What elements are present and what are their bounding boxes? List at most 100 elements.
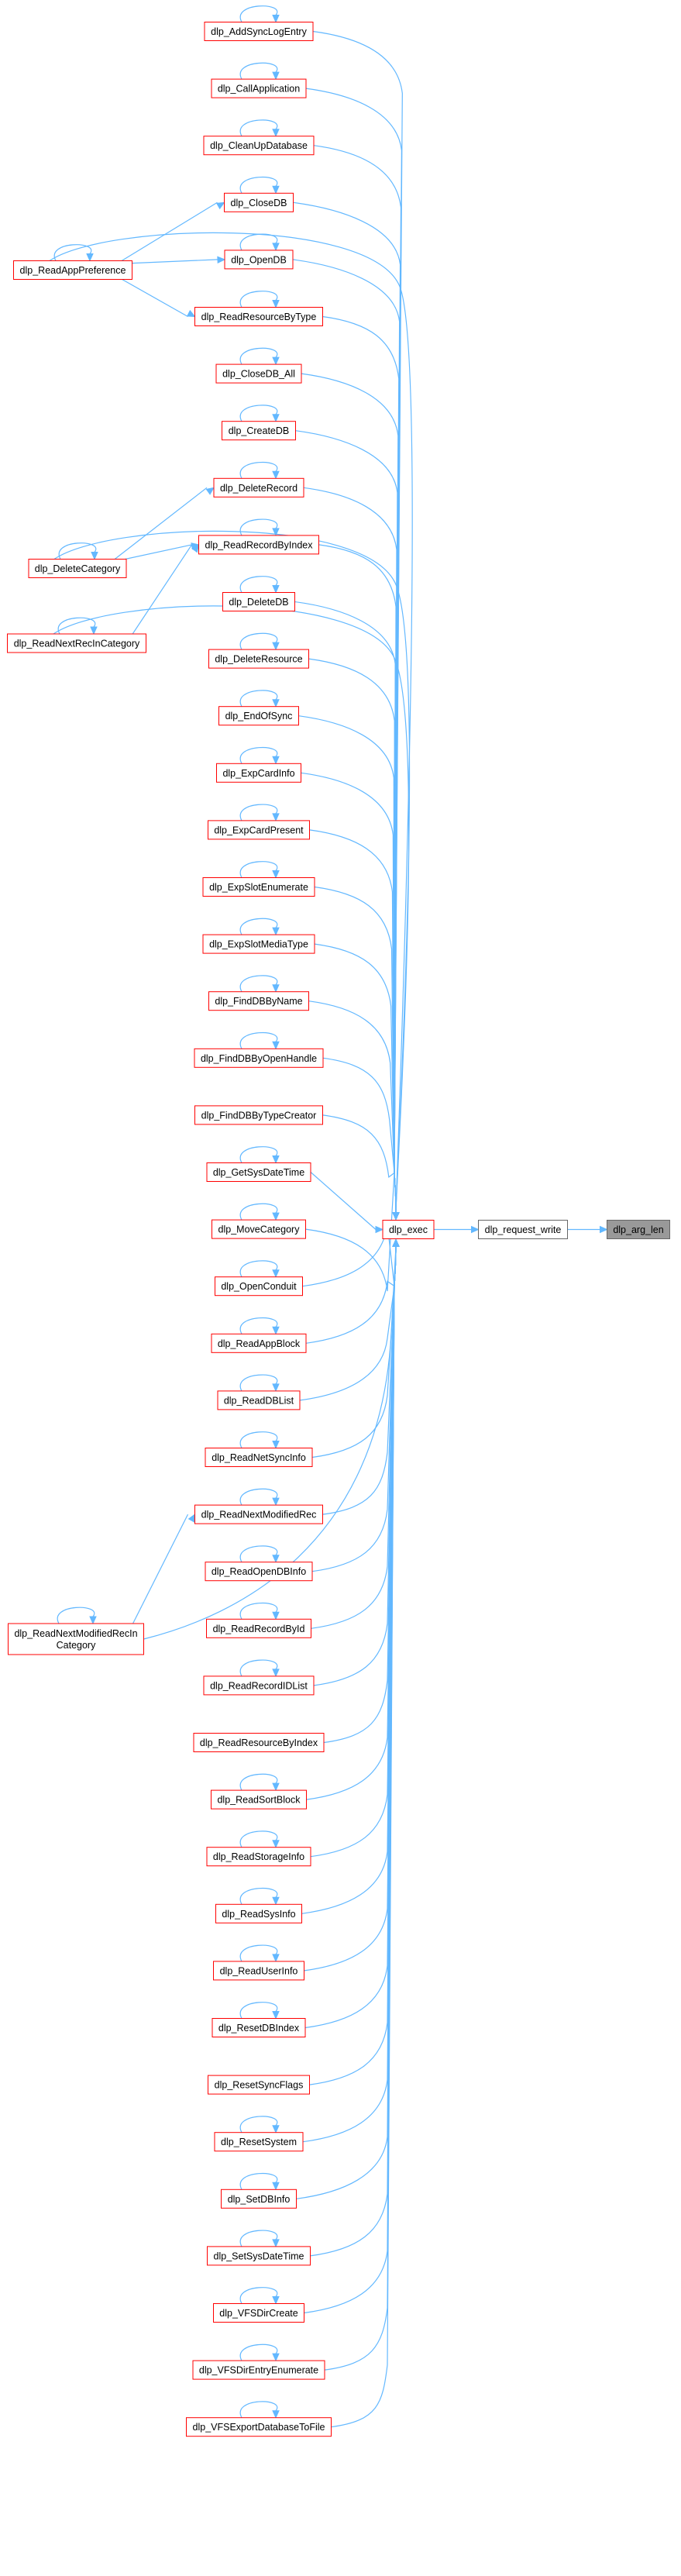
node-dlp_SetDBInfo[interactable]: dlp_SetDBInfo: [221, 2189, 297, 2209]
node-dlp_VFSExportDatabaseToFile[interactable]: dlp_VFSExportDatabaseToFile: [186, 2417, 332, 2437]
node-dlp_ResetSyncFlags[interactable]: dlp_ResetSyncFlags: [208, 2075, 310, 2095]
node-dlp_OpenConduit[interactable]: dlp_OpenConduit: [215, 1276, 303, 1297]
node-label-dlp_ReadSysInfo: dlp_ReadSysInfo: [222, 1909, 295, 1920]
edge-dlp_ReadNextModifiedRecInCategory-to-dlp_ReadNextModifiedRec-arrowhead: [187, 1514, 196, 1523]
node-box-dlp_ReadNextModifiedRecInCategory: [8, 1623, 144, 1655]
node-box-dlp_VFSDirCreate: [213, 2303, 304, 2323]
node-dlp_ReadSysInfo[interactable]: dlp_ReadSysInfo: [215, 1903, 302, 1923]
node-box-dlp_arg_len: [607, 1220, 670, 1239]
node-box-dlp_FindDBByTypeCreator: [194, 1105, 323, 1125]
node-label-line: dlp_ReadNextModifiedRecIn: [14, 1628, 137, 1639]
node-label-dlp_ExpSlotMediaType: dlp_ExpSlotMediaType: [209, 939, 308, 950]
node-dlp_FindDBByOpenHandle[interactable]: dlp_FindDBByOpenHandle: [194, 1048, 324, 1068]
node-dlp_FindDBByName[interactable]: dlp_FindDBByName: [208, 991, 309, 1011]
node-dlp_ExpCardInfo[interactable]: dlp_ExpCardInfo: [216, 763, 301, 783]
self-loop-dlp_AddSyncLogEntry-arrowhead: [272, 15, 280, 23]
node-box-dlp_ReadRecordById: [206, 1618, 311, 1638]
node-dlp_ExpCardPresent[interactable]: dlp_ExpCardPresent: [208, 820, 310, 840]
node-dlp_FindDBByTypeCreator[interactable]: dlp_FindDBByTypeCreator: [194, 1105, 323, 1125]
node-dlp_VFSDirEntryEnumerate[interactable]: dlp_VFSDirEntryEnumerate: [192, 2360, 325, 2380]
self-loop-dlp_ReadDBList-arrowhead: [272, 1383, 280, 1393]
node-box-dlp_ReadResourceByIndex: [193, 1733, 325, 1752]
node-dlp_ExpSlotMediaType[interactable]: dlp_ExpSlotMediaType: [202, 934, 315, 954]
node-dlp_ReadRecordById[interactable]: dlp_ReadRecordById: [206, 1618, 311, 1638]
node-dlp_ReadResourceByIndex[interactable]: dlp_ReadResourceByIndex: [193, 1733, 325, 1752]
node-label-dlp_ReadSortBlock: dlp_ReadSortBlock: [217, 1795, 301, 1806]
node-dlp_ReadAppBlock[interactable]: dlp_ReadAppBlock: [211, 1333, 307, 1353]
self-loop-dlp_ReadResourceByType: [239, 291, 278, 308]
node-dlp_DeleteCategory[interactable]: dlp_DeleteCategory: [28, 559, 127, 578]
edge-dlp_FindDBByOpenHandle-to-dlp_exec: [322, 1057, 397, 1213]
edge-dlp_MoveCategory-to-dlp_exec: [305, 1173, 397, 1292]
node-dlp_GetSysDateTime[interactable]: dlp_GetSysDateTime: [206, 1162, 311, 1182]
node-dlp_CloseDB_All[interactable]: dlp_CloseDB_All: [215, 363, 302, 384]
node-dlp_CallApplication[interactable]: dlp_CallApplication: [211, 78, 307, 98]
self-loop-dlp_ReadNextModifiedRecInCategory: [57, 1607, 95, 1624]
self-loop-dlp_SetSysDateTime: [239, 2230, 278, 2247]
self-loop-dlp_ReadRecordIDList: [239, 1659, 278, 1677]
self-loop-dlp_EndOfSync: [239, 690, 278, 707]
node-label-dlp_ReadAppBlock: dlp_ReadAppBlock: [218, 1338, 301, 1349]
node-label-dlp_ReadStorageInfo: dlp_ReadStorageInfo: [213, 1851, 304, 1862]
node-label-dlp_CreateDB: dlp_CreateDB: [229, 425, 290, 436]
self-loop-dlp_ReadNextModifiedRecInCategory-arrowhead: [89, 1616, 97, 1625]
node-dlp_ReadSortBlock[interactable]: dlp_ReadSortBlock: [211, 1789, 307, 1810]
edge-dlp_ReadNextRecInCategory-to-dlp_ReadRecordByIndex-arrowhead: [191, 543, 200, 553]
self-loop-dlp_ReadSysInfo-arrowhead: [272, 1896, 280, 1906]
self-loop-dlp_SetDBInfo: [239, 2172, 278, 2190]
node-dlp_ReadAppPreference[interactable]: dlp_ReadAppPreference: [13, 260, 132, 280]
node-box-dlp_ResetDBIndex: [212, 2018, 306, 2037]
node-dlp_ResetDBIndex[interactable]: dlp_ResetDBIndex: [212, 2018, 306, 2037]
node-dlp_CreateDB[interactable]: dlp_CreateDB: [222, 421, 296, 441]
node-label-dlp_ReadNextModifiedRec: dlp_ReadNextModifiedRec: [201, 1510, 317, 1520]
self-loop-dlp_ReadStorageInfo: [239, 1830, 278, 1848]
node-dlp_AddSyncLogEntry[interactable]: dlp_AddSyncLogEntry: [204, 22, 314, 41]
node-dlp_ReadStorageInfo[interactable]: dlp_ReadStorageInfo: [206, 1847, 311, 1867]
node-box-dlp_DeleteRecord: [213, 477, 304, 498]
self-loop-dlp_VFSDirEntryEnumerate: [239, 2344, 278, 2361]
node-box-dlp_ReadUserInfo: [213, 1961, 304, 1981]
node-dlp_CleanUpDatabase[interactable]: dlp_CleanUpDatabase: [203, 136, 315, 156]
node-dlp_DeleteDB[interactable]: dlp_DeleteDB: [222, 592, 295, 611]
node-label-dlp_FindDBByName: dlp_FindDBByName: [215, 996, 302, 1007]
node-dlp_ReadDBList[interactable]: dlp_ReadDBList: [217, 1390, 301, 1410]
node-dlp_MoveCategory[interactable]: dlp_MoveCategory: [212, 1219, 306, 1239]
edge-dlp_OpenConduit-to-dlp_exec: [302, 1224, 397, 1287]
node-dlp_ReadRecordIDList[interactable]: dlp_ReadRecordIDList: [203, 1675, 315, 1696]
node-box-dlp_ReadStorageInfo: [206, 1847, 311, 1867]
node-dlp_ExpSlotEnumerate[interactable]: dlp_ExpSlotEnumerate: [202, 877, 315, 897]
edge-dlp_ExpSlotEnumerate-to-dlp_exec: [314, 886, 397, 1213]
node-dlp_SetSysDateTime[interactable]: dlp_SetSysDateTime: [207, 2246, 311, 2266]
self-loop-dlp_ExpCardPresent-arrowhead: [272, 813, 280, 822]
node-dlp_OpenDB[interactable]: dlp_OpenDB: [224, 250, 294, 270]
self-loop-dlp_FindDBByName: [239, 975, 278, 992]
node-label-dlp_AddSyncLogEntry: dlp_AddSyncLogEntry: [211, 26, 307, 37]
self-loop-dlp_ReadNextModifiedRec: [239, 1488, 278, 1506]
node-dlp_ReadResourceByType[interactable]: dlp_ReadResourceByType: [194, 307, 323, 326]
self-loop-dlp_ReadNetSyncInfo: [239, 1431, 278, 1448]
self-loop-dlp_ResetSystem-arrowhead: [272, 2125, 280, 2133]
self-loop-dlp_FindDBByOpenHandle: [239, 1031, 278, 1049]
node-dlp_VFSDirCreate[interactable]: dlp_VFSDirCreate: [213, 2303, 304, 2323]
node-dlp_DeleteResource[interactable]: dlp_DeleteResource: [208, 649, 309, 669]
self-loop-dlp_GetSysDateTime: [239, 1146, 278, 1163]
node-box-dlp_ReadDBList: [217, 1390, 301, 1410]
node-dlp_ReadUserInfo[interactable]: dlp_ReadUserInfo: [213, 1961, 304, 1981]
node-dlp_request_write[interactable]: dlp_request_write: [478, 1220, 568, 1239]
node-dlp_ReadRecordByIndex[interactable]: dlp_ReadRecordByIndex: [198, 535, 319, 555]
node-dlp_DeleteRecord[interactable]: dlp_DeleteRecord: [213, 477, 304, 498]
node-dlp_CloseDB[interactable]: dlp_CloseDB: [224, 192, 294, 212]
node-dlp_ReadNetSyncInfo[interactable]: dlp_ReadNetSyncInfo: [205, 1448, 313, 1467]
node-dlp_ReadNextModifiedRec[interactable]: dlp_ReadNextModifiedRec: [194, 1504, 323, 1524]
self-loop-dlp_VFSDirCreate: [239, 2287, 278, 2304]
node-dlp_ReadNextRecInCategory[interactable]: dlp_ReadNextRecInCategory: [7, 633, 146, 653]
node-box-dlp_ReadSysInfo: [215, 1903, 302, 1923]
node-dlp_exec[interactable]: dlp_exec: [382, 1220, 435, 1239]
self-loop-dlp_ReadAppBlock-arrowhead: [272, 1326, 280, 1335]
node-dlp_ResetSystem[interactable]: dlp_ResetSystem: [214, 2132, 304, 2152]
self-loop-dlp_OpenDB: [239, 233, 278, 251]
node-label-line: Category: [57, 1640, 96, 1651]
node-dlp_EndOfSync[interactable]: dlp_EndOfSync: [218, 706, 299, 726]
node-dlp_ReadOpenDBInfo[interactable]: dlp_ReadOpenDBInfo: [205, 1562, 313, 1582]
